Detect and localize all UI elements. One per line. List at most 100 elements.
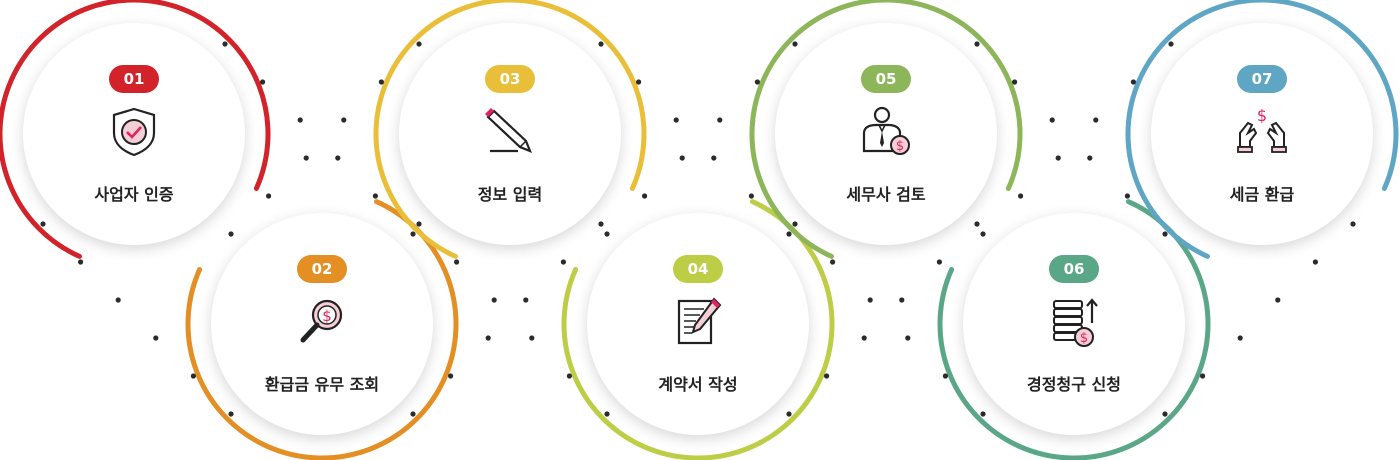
connector-dot xyxy=(824,373,830,379)
step-05-arc xyxy=(749,0,1023,259)
connector-dot xyxy=(1130,79,1136,85)
connector-dot xyxy=(754,79,761,85)
step-06-badge: 06 xyxy=(1049,255,1099,283)
connector-dot xyxy=(899,297,905,303)
step-05-label: 세무사 검토 xyxy=(846,185,926,204)
connector-dot xyxy=(491,297,497,303)
connector-dot xyxy=(1350,221,1356,227)
svg-text:$: $ xyxy=(1257,106,1267,125)
step-04-circle: 04 계약서 작성 xyxy=(587,213,809,435)
connector-dot xyxy=(980,231,986,237)
connector-dot xyxy=(1012,79,1018,85)
connector-dot xyxy=(717,117,723,123)
step-07-arc xyxy=(1125,0,1399,259)
connector-dot xyxy=(40,221,46,227)
connector-dot xyxy=(485,335,491,341)
connector-dot xyxy=(792,221,798,227)
step-01-circle: 01 사업자 인증 xyxy=(23,23,245,245)
hands-dollar-icon: $ xyxy=(1234,103,1290,159)
step-04-arc xyxy=(561,199,835,460)
connector-dot xyxy=(560,259,567,265)
step-06-circle: 06 $ 경정청구 신청 xyxy=(963,213,1185,435)
step-03-label: 정보 입력 xyxy=(477,185,543,204)
connector-dot xyxy=(378,79,384,85)
connector-dot xyxy=(372,193,378,199)
step-03-circle: 03 정보 입력 xyxy=(399,23,621,245)
step-05-circle: 05 $ 세무사 검토 xyxy=(775,23,997,245)
connector-dot xyxy=(867,297,873,303)
step-02-badge: 02 xyxy=(297,255,347,283)
coin-stack-icon: $ xyxy=(1046,293,1102,349)
step-01-badge: 01 xyxy=(109,65,159,93)
connector-dot xyxy=(936,259,943,265)
step-02-arc xyxy=(185,199,459,460)
connector-dot xyxy=(335,155,341,161)
connector-dot xyxy=(830,259,836,265)
connector-dot xyxy=(786,411,792,417)
connector-dot xyxy=(786,231,792,237)
pencil-icon xyxy=(482,103,538,159)
svg-text:$: $ xyxy=(1080,331,1088,346)
connector-dot xyxy=(222,41,228,47)
shield-check-icon xyxy=(106,103,162,159)
connector-dot xyxy=(1055,155,1061,161)
connector-dot xyxy=(748,193,755,199)
connector-dot xyxy=(228,231,234,237)
connector-dot xyxy=(529,335,535,341)
connector-dot xyxy=(266,193,272,199)
step-06-arc xyxy=(937,199,1211,460)
connector-dot xyxy=(1237,335,1243,341)
connector-dot xyxy=(341,117,347,123)
document-pen-icon xyxy=(670,293,726,349)
connector-dot xyxy=(1049,117,1055,123)
accountant-icon: $ xyxy=(858,103,914,159)
connector-dot xyxy=(636,79,642,85)
connector-dot xyxy=(1018,193,1024,199)
step-02-label: 환급금 유무 조회 xyxy=(264,375,380,394)
connector-dot xyxy=(980,411,986,417)
step-06-label: 경정청구 신청 xyxy=(1027,375,1121,394)
connector-dot xyxy=(297,117,303,123)
connector-dot xyxy=(1162,411,1168,417)
svg-text:$: $ xyxy=(322,307,332,325)
connector-dot xyxy=(190,373,196,379)
connector-dot xyxy=(1200,373,1206,379)
connector-dot xyxy=(448,373,454,379)
step-07-label: 세금 환급 xyxy=(1229,185,1295,204)
step-03-badge: 03 xyxy=(485,65,535,93)
connector-dot xyxy=(416,41,422,47)
connector-dot xyxy=(1087,155,1093,161)
connector-dot xyxy=(1168,41,1174,47)
magnifier-dollar-icon: $ xyxy=(294,293,350,349)
connector-dot xyxy=(604,231,610,237)
connector-dot xyxy=(416,221,422,227)
connector-dot xyxy=(974,41,980,47)
connector-dot xyxy=(792,41,798,47)
connector-dot xyxy=(1275,297,1281,303)
connector-dot xyxy=(673,117,679,123)
connector-dot xyxy=(454,259,460,265)
connector-dot xyxy=(861,335,867,341)
step-07-badge: 07 xyxy=(1237,65,1287,93)
connector-dot xyxy=(78,259,84,265)
step-07-circle: 07 $ 세금 환급 xyxy=(1151,23,1373,245)
step-02-circle: 02 $ 환급금 유무 조회 xyxy=(211,213,433,435)
step-01-arc xyxy=(0,0,271,259)
svg-text:$: $ xyxy=(896,139,904,154)
step-04-label: 계약서 작성 xyxy=(658,375,738,394)
connector-dot xyxy=(410,411,416,417)
connector-dot xyxy=(642,193,648,199)
connector-dot xyxy=(303,155,309,161)
connector-dot xyxy=(566,373,573,379)
connector-dot xyxy=(228,411,234,417)
connector-dot xyxy=(1093,117,1099,123)
step-05-badge: 05 xyxy=(861,65,911,93)
connector-dot xyxy=(1162,231,1168,237)
step-01-label: 사업자 인증 xyxy=(94,185,174,204)
connector-dot xyxy=(1312,259,1318,265)
connector-dot xyxy=(523,297,529,303)
connector-dot xyxy=(410,231,416,237)
connector-dot xyxy=(905,335,911,341)
